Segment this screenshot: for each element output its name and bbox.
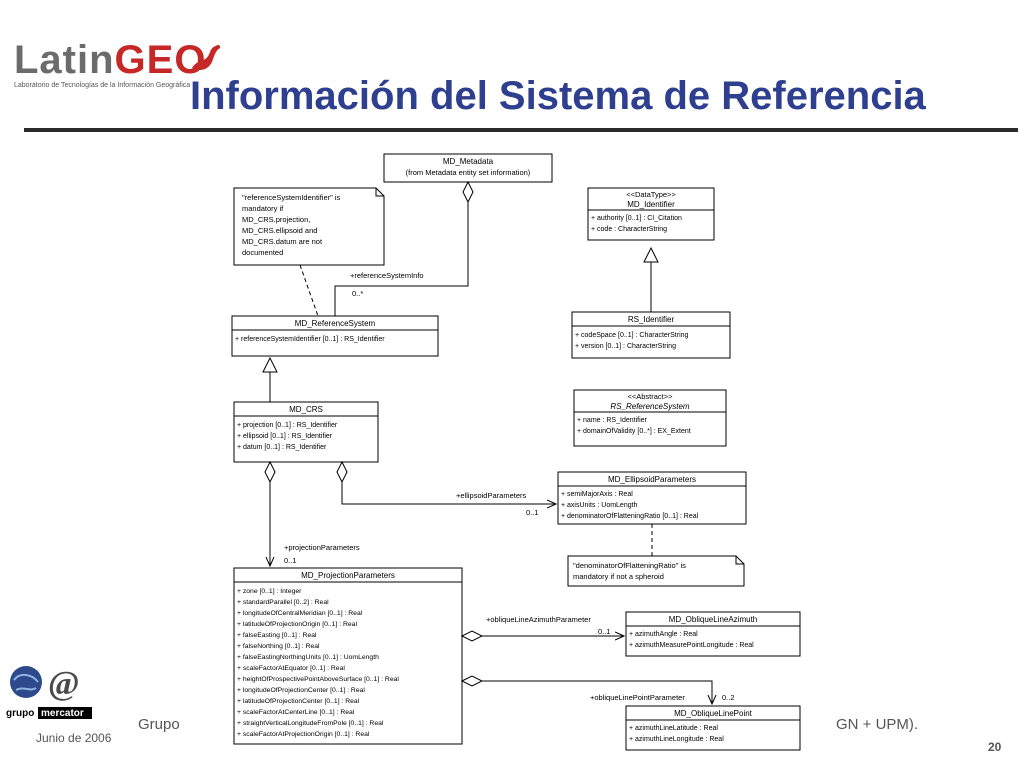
logo-accent-text: GEO — [114, 38, 207, 82]
projection-attr-5: + falseEasting [0..1] : Real — [237, 632, 317, 639]
role-oblique-line-azimuth: +obliqueLineAzimuthParameter — [486, 615, 591, 624]
svg-text:@: @ — [48, 665, 80, 702]
association-projection-parameters: +projectionParameters 0..1 — [264, 460, 360, 566]
logo-main-text: Latin — [14, 38, 115, 82]
projection-attr-9: + heightOfProspectivePointAboveSurface [… — [237, 676, 399, 683]
md-ellipsoid-attr-2: + axisUnits : UomLength — [561, 502, 638, 509]
multiplicity-oblique-line-point: 0..2 — [722, 693, 735, 702]
multiplicity-reference-system-info: 0..* — [352, 289, 363, 298]
note-reference-system: "referenceSystemIdentifier" is mandatory… — [233, 187, 385, 266]
rs-reference-system-stereotype: <<Abstract>> — [627, 392, 673, 401]
md-crs-attr-1: + projection [0..1] : RS_Identifier — [237, 422, 338, 429]
logo-subtitle: Laboratorio de Tecnologías de la Informa… — [14, 82, 191, 89]
note-line-3: MD_CRS.projection, — [242, 215, 310, 224]
md-oblique-line-azimuth-name: MD_ObliqueLineAzimuth — [669, 615, 758, 624]
point-attr-2: + azimuthLineLongitude : Real — [629, 736, 724, 743]
projection-attr-11: + latitudeOfProjectionCenter [0..1] : Re… — [237, 698, 360, 705]
flattening-note-line-2: mandatory if not a spheroid — [573, 572, 664, 581]
footer-right-text: GN + UPM). — [836, 716, 919, 733]
lizard-icon — [192, 45, 220, 70]
md-oblique-line-point-name: MD_ObliqueLinePoint — [674, 709, 753, 718]
generalization-rs-identifier — [643, 246, 659, 312]
class-md-projection-parameters: MD_ProjectionParameters + zone [0..1] : … — [233, 567, 463, 745]
md-identifier-name: MD_Identifier — [627, 200, 675, 209]
class-md-identifier: <<DataType>> MD_Identifier + authority [… — [587, 187, 715, 241]
footer-left-text: Grupo — [138, 716, 180, 733]
note-line-2: mandatory if — [242, 204, 284, 213]
role-ellipsoid-parameters: +ellipsoidParameters — [456, 491, 526, 500]
mercator-top-text: grupo — [6, 708, 34, 719]
mercator-bottom-text: mercator — [41, 708, 84, 719]
page-title: Información del Sistema de Referencia — [190, 74, 926, 118]
projection-attr-12: + scaleFactorAtCenterLine [0..1] : Real — [237, 709, 355, 716]
projection-attr-3: + longitudeOfCentralMeridian [0..1] : Re… — [237, 610, 363, 617]
md-ellipsoid-attr-3: + denominatorOfFlatteningRatio [0..1] : … — [561, 513, 699, 520]
flattening-note-line-1: "denominatorOfFlatteningRatio" is — [573, 561, 686, 570]
association-oblique-line-azimuth: +obliqueLineAzimuthParameter 0..1 — [460, 615, 624, 642]
multiplicity-projection-parameters: 0..1 — [284, 556, 297, 565]
class-md-oblique-line-azimuth: MD_ObliqueLineAzimuth + azimuthAngle : R… — [625, 611, 801, 657]
azimuth-attr-2: + azimuthMeasurePointLongitude : Real — [629, 642, 754, 649]
latingeo-logo: LatinGEO — [14, 38, 206, 83]
md-reference-system-name: MD_ReferenceSystem — [295, 319, 376, 328]
mercator-logo: @ grupo mercator — [6, 665, 92, 719]
rs-reference-system-attr-2: + domainOfValidity [0..*] : EX_Extent — [577, 428, 691, 435]
note-line-4: MD_CRS.ellipsoid and — [242, 226, 317, 235]
class-md-metadata: MD_Metadata (from Metadata entity set in… — [383, 153, 553, 183]
note-line-6: documented — [242, 248, 283, 257]
md-ellipsoid-parameters-name: MD_EllipsoidParameters — [608, 475, 696, 484]
md-metadata-subtitle: (from Metadata entity set information) — [406, 168, 531, 177]
role-oblique-line-point: +obliqueLinePointParameter — [590, 693, 685, 702]
note-anchor-reference — [299, 264, 319, 317]
md-metadata-name: MD_Metadata — [443, 157, 494, 166]
multiplicity-oblique-line-azimuth: 0..1 — [598, 627, 611, 636]
generalization-md-crs — [262, 356, 278, 402]
azimuth-attr-1: + azimuthAngle : Real — [629, 631, 698, 638]
role-projection-parameters: +projectionParameters — [284, 543, 360, 552]
rs-identifier-attr-2: + version [0..1] : CharacterString — [575, 343, 676, 350]
page-number: 20 — [988, 740, 1002, 754]
rs-reference-system-attr-1: + name : RS_Identifier — [577, 417, 648, 424]
association-ellipsoid-parameters: +ellipsoidParameters 0..1 — [336, 460, 556, 517]
association-oblique-line-point: +obliqueLinePointParameter 0..2 — [460, 675, 735, 704]
md-identifier-stereotype: <<DataType>> — [626, 190, 676, 199]
note-line-1: "referenceSystemIdentifier" is — [242, 193, 341, 202]
class-md-oblique-line-point: MD_ObliqueLinePoint + azimuthLineLatitud… — [625, 705, 801, 751]
class-rs-identifier: RS_Identifier + codeSpace [0..1] : Chara… — [571, 311, 731, 359]
footer-date: Junio de 2006 — [36, 731, 112, 745]
note-line-5: MD_CRS.datum are not — [242, 237, 323, 246]
projection-attr-4: + latitudeOfProjectionOrigin [0..1] : Re… — [237, 621, 357, 628]
md-identifier-attr-2: + code : CharacterString — [591, 226, 667, 233]
md-reference-system-attr-1: + referenceSystemIdentifier [0..1] : RS_… — [235, 336, 385, 343]
association-reference-system-info: +referenceSystemInfo 0..* — [334, 180, 474, 316]
md-identifier-attr-1: + authority [0..1] : CI_Citation — [591, 215, 682, 222]
md-projection-parameters-name: MD_ProjectionParameters — [301, 571, 395, 580]
md-crs-attr-2: + ellipsoid [0..1] : RS_Identifier — [237, 433, 333, 440]
class-rs-reference-system: <<Abstract>> RS_ReferenceSystem + name :… — [573, 389, 727, 447]
role-reference-system-info: +referenceSystemInfo — [350, 271, 424, 280]
projection-attr-1: + zone [0..1] : Integer — [237, 588, 302, 595]
point-attr-1: + azimuthLineLatitude : Real — [629, 725, 718, 732]
rs-reference-system-name: RS_ReferenceSystem — [610, 402, 689, 411]
projection-attr-8: + scaleFactorAtEquator [0..1] : Real — [237, 665, 345, 672]
class-md-reference-system: MD_ReferenceSystem + referenceSystemIden… — [231, 315, 439, 357]
title-divider — [24, 128, 1018, 132]
md-ellipsoid-attr-1: + semiMajorAxis : Real — [561, 491, 633, 498]
class-md-crs: MD_CRS + projection [0..1] : RS_Identifi… — [233, 401, 379, 463]
projection-attr-6: + falseNorthing [0..1] : Real — [237, 643, 320, 650]
class-md-ellipsoid-parameters: MD_EllipsoidParameters + semiMajorAxis :… — [557, 471, 747, 525]
multiplicity-ellipsoid-parameters: 0..1 — [526, 508, 539, 517]
projection-attr-10: + longitudeOfProjectionCenter [0..1] : R… — [237, 687, 365, 694]
md-crs-attr-3: + datum [0..1] : RS_Identifier — [237, 444, 327, 451]
projection-attr-13: + straightVerticalLongitudeFromPole [0..… — [237, 720, 384, 727]
rs-identifier-attr-1: + codeSpace [0..1] : CharacterString — [575, 332, 689, 339]
md-crs-name: MD_CRS — [289, 405, 323, 414]
rs-identifier-name: RS_Identifier — [628, 315, 675, 324]
projection-attr-14: + scaleFactorAtProjectionOrigin [0..1] :… — [237, 731, 370, 738]
projection-attr-7: + falseEastingNorthingUnits [0..1] : Uom… — [237, 654, 379, 661]
projection-attr-2: + standardParallel [0..2] : Real — [237, 599, 329, 606]
note-flattening: "denominatorOfFlatteningRatio" is mandat… — [567, 555, 745, 587]
